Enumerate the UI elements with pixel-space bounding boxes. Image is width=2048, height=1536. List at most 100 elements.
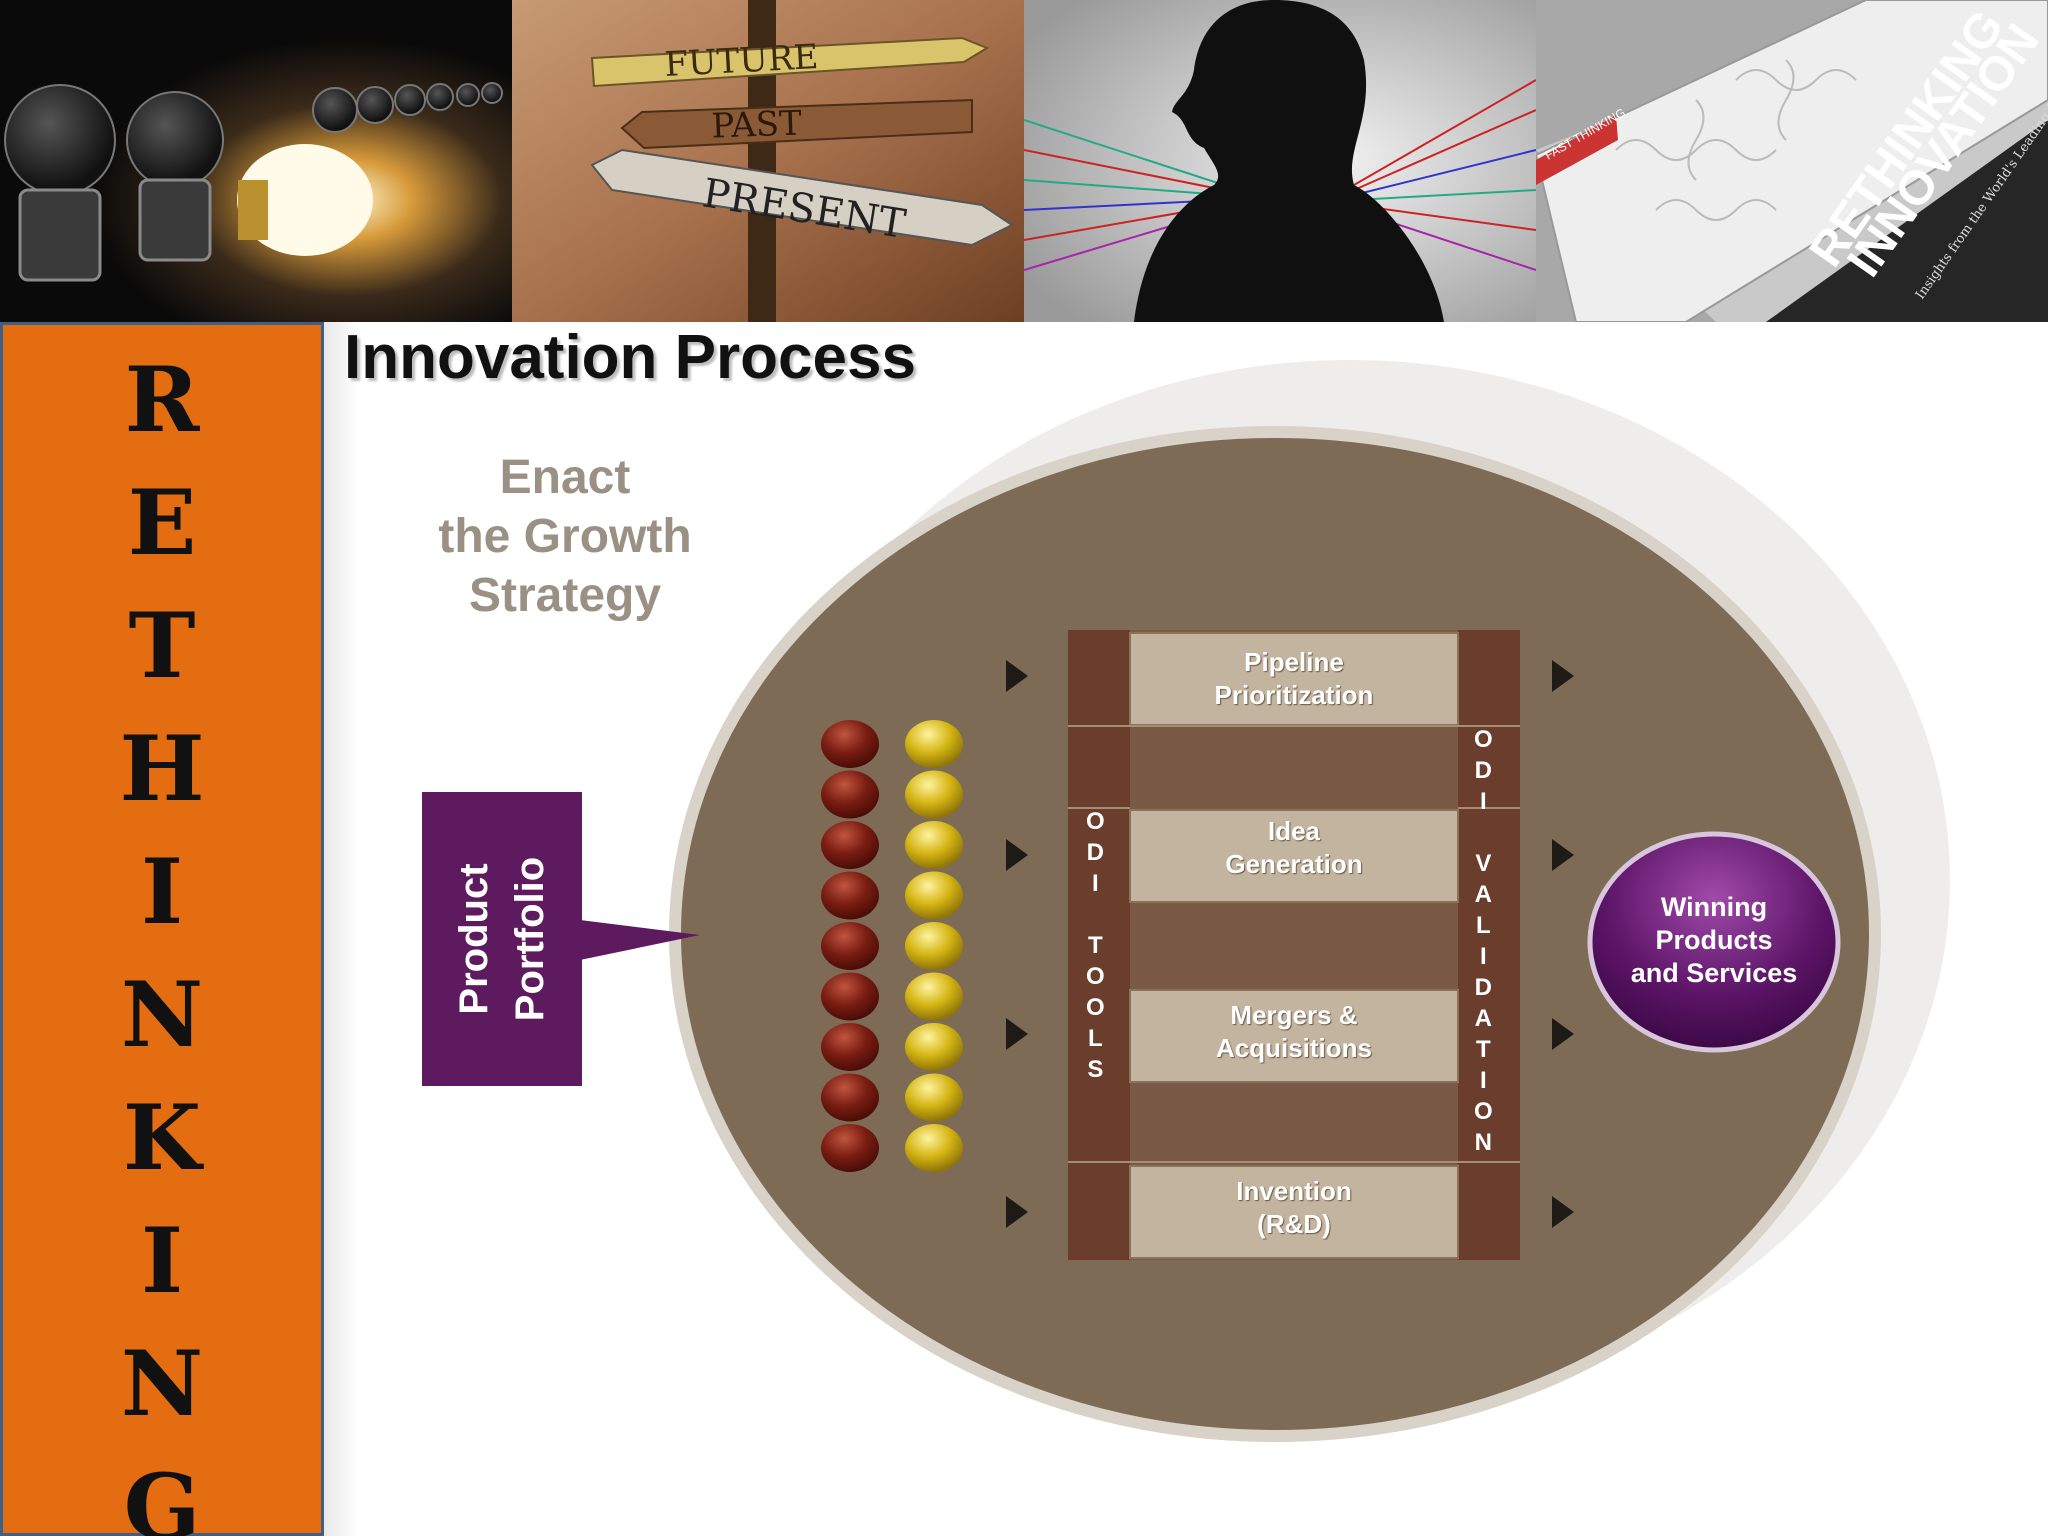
- stage-box-mergers: [1129, 989, 1459, 1083]
- red-bead: [821, 1073, 879, 1122]
- column-letter: S: [1087, 1056, 1104, 1083]
- yellow-bead: [905, 972, 963, 1021]
- portfolio-line-1: Product: [452, 863, 497, 1015]
- banner-letter: K: [122, 1085, 202, 1191]
- stage-pipeline-line-2: Prioritization: [1214, 680, 1374, 710]
- column-letter: A: [1474, 881, 1492, 908]
- arrow-out-3: [1552, 1018, 1574, 1050]
- banner-letter: R: [124, 347, 200, 453]
- arrow-in-3: [1006, 1018, 1028, 1050]
- red-bead: [821, 922, 879, 970]
- banner-letter: I: [140, 1208, 184, 1314]
- column-letter: I: [1480, 1067, 1487, 1094]
- column-letter: N: [1474, 1129, 1492, 1156]
- stage-pipeline-line-1: Pipeline: [1244, 647, 1344, 677]
- banner-shadow: [324, 322, 358, 1536]
- stage-mergers-line-2: Acquisitions: [1215, 1033, 1372, 1063]
- yellow-bead: [905, 770, 963, 819]
- yellow-bead: [905, 1023, 963, 1071]
- red-bead: [821, 1124, 879, 1172]
- enact-strategy-text: Enact the Growth Strategy: [380, 448, 750, 625]
- stage-mergers-line-1: Mergers &: [1230, 1000, 1358, 1030]
- background-shadow: [750, 360, 1950, 1400]
- yellow-bead: [905, 720, 963, 768]
- signpost-photo: FUTURE PAST PRESENT: [512, 0, 1024, 322]
- stage-pipeline-prioritization: Pipeline Prioritization: [1128, 646, 1460, 712]
- output-sphere: [1587, 831, 1841, 1053]
- stage-ladder: [1068, 630, 1520, 1260]
- banner-letter: N: [120, 1331, 204, 1437]
- column-letter: O: [1474, 1098, 1493, 1125]
- arrow-out-2: [1552, 839, 1574, 871]
- column-letter: I: [1092, 870, 1099, 897]
- column-letter: V: [1475, 850, 1492, 877]
- column-letter: [1092, 899, 1099, 930]
- stage-idea-line-1: Idea: [1267, 816, 1321, 846]
- red-bead: [821, 770, 879, 819]
- book-photo: FAST THINKING RETHINKING INNOVATION Insi…: [1536, 0, 2048, 322]
- arrow-out-4: [1552, 1196, 1574, 1228]
- yellow-bead: [905, 821, 963, 869]
- column-letter: A: [1474, 1005, 1492, 1032]
- stage-box-idea: [1129, 809, 1459, 903]
- bead-columns: [821, 720, 963, 1172]
- yellow-bead: [905, 1073, 963, 1122]
- portfolio-line-2: Portfolio: [508, 856, 553, 1022]
- banner-letter: I: [140, 839, 184, 945]
- column-letter: D: [1474, 757, 1492, 784]
- arrow-in-4: [1006, 1196, 1028, 1228]
- slide-title: Innovation Process: [344, 323, 916, 392]
- stage-idea-line-2: Generation: [1225, 849, 1363, 879]
- column-letter: L: [1088, 1025, 1103, 1052]
- enact-line-2: the Growth: [438, 510, 692, 563]
- past-sign-text: PAST: [711, 103, 803, 146]
- output-line-3: and Services: [1630, 957, 1798, 988]
- stage-invention-line-1: Invention: [1236, 1176, 1352, 1206]
- silhouette-photo: [1024, 0, 1536, 322]
- portfolio-pointer: [580, 920, 700, 960]
- yellow-bead: [905, 871, 963, 920]
- stage-idea-generation: Idea Generation: [1128, 815, 1460, 881]
- column-letter: L: [1476, 912, 1491, 939]
- stage-mergers-acquisitions: Mergers & Acquisitions: [1128, 999, 1460, 1065]
- arrow-out-1: [1552, 660, 1574, 692]
- column-letter: D: [1474, 974, 1492, 1001]
- column-letter: O: [1086, 994, 1105, 1021]
- column-letter: O: [1086, 808, 1105, 835]
- column-letter: O: [1474, 726, 1493, 753]
- banner-letter: N: [120, 962, 204, 1068]
- enact-line-3: Strategy: [468, 569, 662, 622]
- winning-products-label: Winning Products and Services: [1584, 830, 1844, 1050]
- future-sign-text: FUTURE: [663, 37, 819, 85]
- output-line-2: Products: [1655, 924, 1773, 955]
- arrow-in-2: [1006, 839, 1028, 871]
- stage-invention-rd: Invention (R&D): [1128, 1175, 1460, 1241]
- output-line-1: Winning: [1660, 891, 1768, 922]
- column-letter: T: [1476, 1036, 1491, 1063]
- product-portfolio-box: Product Portfolio: [422, 792, 582, 1086]
- stage-box-invention: [1129, 1165, 1459, 1259]
- column-letter: O: [1086, 963, 1105, 990]
- red-bead: [821, 871, 879, 920]
- stage-box-pipeline: [1129, 632, 1459, 726]
- column-letter: I: [1480, 788, 1487, 815]
- yellow-bead: [905, 922, 963, 970]
- column-letter: [1480, 817, 1487, 848]
- red-bead: [821, 720, 879, 768]
- stage-invention-line-2: (R&D): [1257, 1209, 1331, 1239]
- main-oval: [669, 426, 1881, 1442]
- light-bulbs-photo: [0, 0, 512, 322]
- red-bead: [821, 972, 879, 1021]
- banner-letter: H: [119, 716, 205, 822]
- column-letter: I: [1480, 943, 1487, 970]
- banner-letter: G: [123, 1454, 201, 1536]
- enact-line-1: Enact: [499, 451, 631, 504]
- red-bead: [821, 821, 879, 869]
- red-bead: [821, 1023, 879, 1071]
- column-letter: D: [1086, 839, 1104, 866]
- banner-letter: E: [127, 470, 197, 576]
